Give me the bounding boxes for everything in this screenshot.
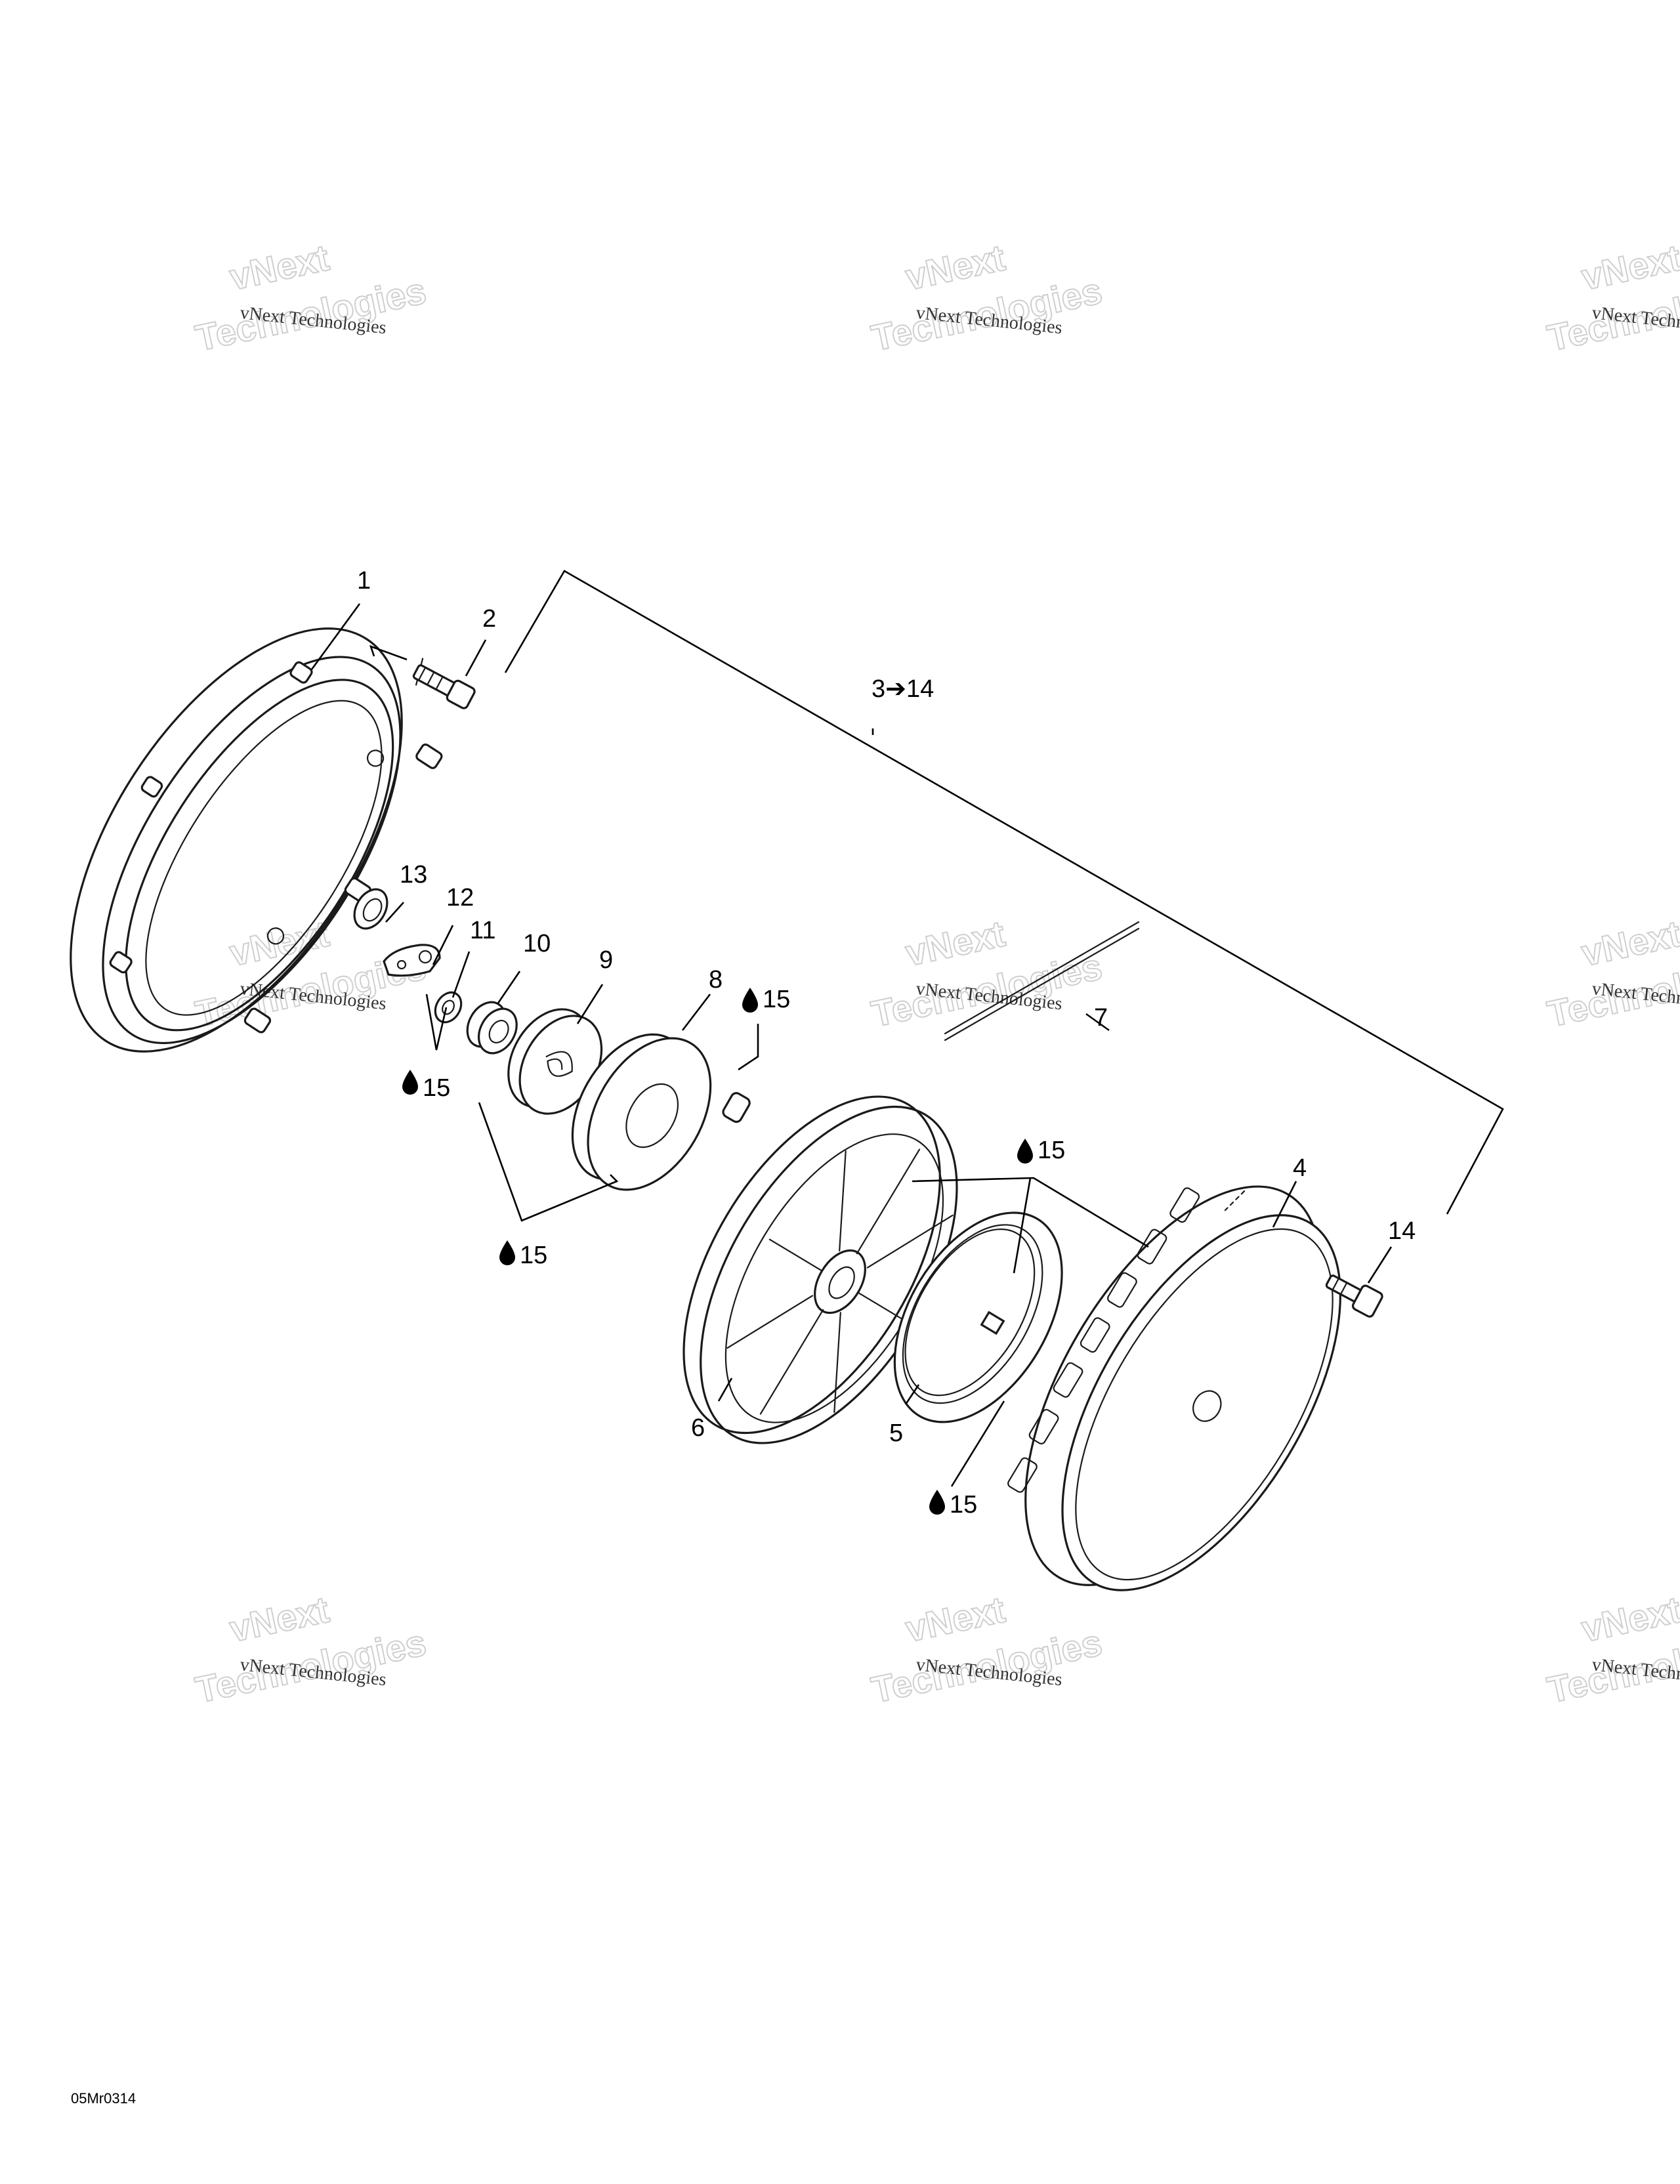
- callout-8: 8: [709, 966, 723, 994]
- part-4-starter-cover: [1007, 1185, 1342, 1591]
- callout-3-14: 3➔14: [872, 675, 934, 703]
- part-12-pawl: [383, 944, 441, 977]
- callout-7: 7: [1094, 1004, 1108, 1032]
- callout-6: 6: [691, 1414, 705, 1442]
- part-10-bushing: [466, 1001, 518, 1055]
- part-1-housing: [70, 627, 443, 1053]
- figure-code: 05Mr0314: [71, 2090, 136, 2107]
- watermark-large: vNext: [902, 1589, 1008, 1650]
- callout-1: 1: [357, 567, 371, 595]
- callout-5: 5: [889, 1419, 903, 1447]
- watermark-large: vNext: [1578, 237, 1680, 298]
- watermark-large: vNext: [1578, 1589, 1680, 1650]
- callout-11: 11: [470, 917, 495, 944]
- callout-12: 12: [446, 884, 474, 912]
- leader-lines: [310, 570, 1504, 1487]
- callout-14: 14: [1388, 1217, 1416, 1245]
- part-13-seal: [353, 888, 388, 930]
- oil-drop-icon: [499, 1240, 515, 1265]
- callout-13: 13: [400, 861, 427, 889]
- oil-drop-icon: [929, 1490, 945, 1515]
- lube-ref: 15: [1038, 1137, 1065, 1164]
- lube-callout: 15: [742, 986, 790, 1013]
- lubricant-callouts: 15 15 15 15 15: [402, 986, 1065, 1519]
- part-2-bolt: [412, 658, 476, 709]
- watermark-large: vNext: [226, 237, 332, 298]
- watermark-large: vNext: [226, 1589, 332, 1650]
- oil-drop-icon: [1017, 1139, 1033, 1164]
- lube-callout: 15: [499, 1240, 547, 1269]
- part-9-spring-cup: [507, 1008, 603, 1115]
- lube-callout: 15: [1017, 1137, 1065, 1164]
- callouts: 1 2 3➔14 4 5 6 7 8 9 10 11 12 13 14: [357, 567, 1416, 1447]
- part-7-rope: [944, 921, 1140, 1041]
- cover-vent-slots: [1007, 1187, 1200, 1493]
- watermark-large: vNext: [902, 913, 1008, 974]
- watermark-large: vNext: [1578, 913, 1680, 974]
- part-14-bolt: [1325, 1274, 1383, 1318]
- lube-ref: 15: [950, 1491, 977, 1519]
- oil-drop-icon: [742, 988, 758, 1013]
- oil-drop-icon: [402, 1070, 418, 1095]
- lube-callout: 15: [402, 1070, 450, 1102]
- watermark-large: vNext: [902, 237, 1008, 298]
- lube-ref: 15: [763, 986, 790, 1013]
- callout-10: 10: [523, 930, 551, 957]
- part-11-washer: [434, 991, 463, 1024]
- callout-2: 2: [482, 605, 496, 633]
- part-5-recoil-spring: [893, 1211, 1063, 1423]
- lube-ref: 15: [520, 1242, 547, 1269]
- callout-4: 4: [1293, 1154, 1307, 1182]
- lube-callout: 15: [929, 1490, 977, 1519]
- lube-ref: 15: [423, 1074, 450, 1102]
- callout-9: 9: [599, 946, 613, 974]
